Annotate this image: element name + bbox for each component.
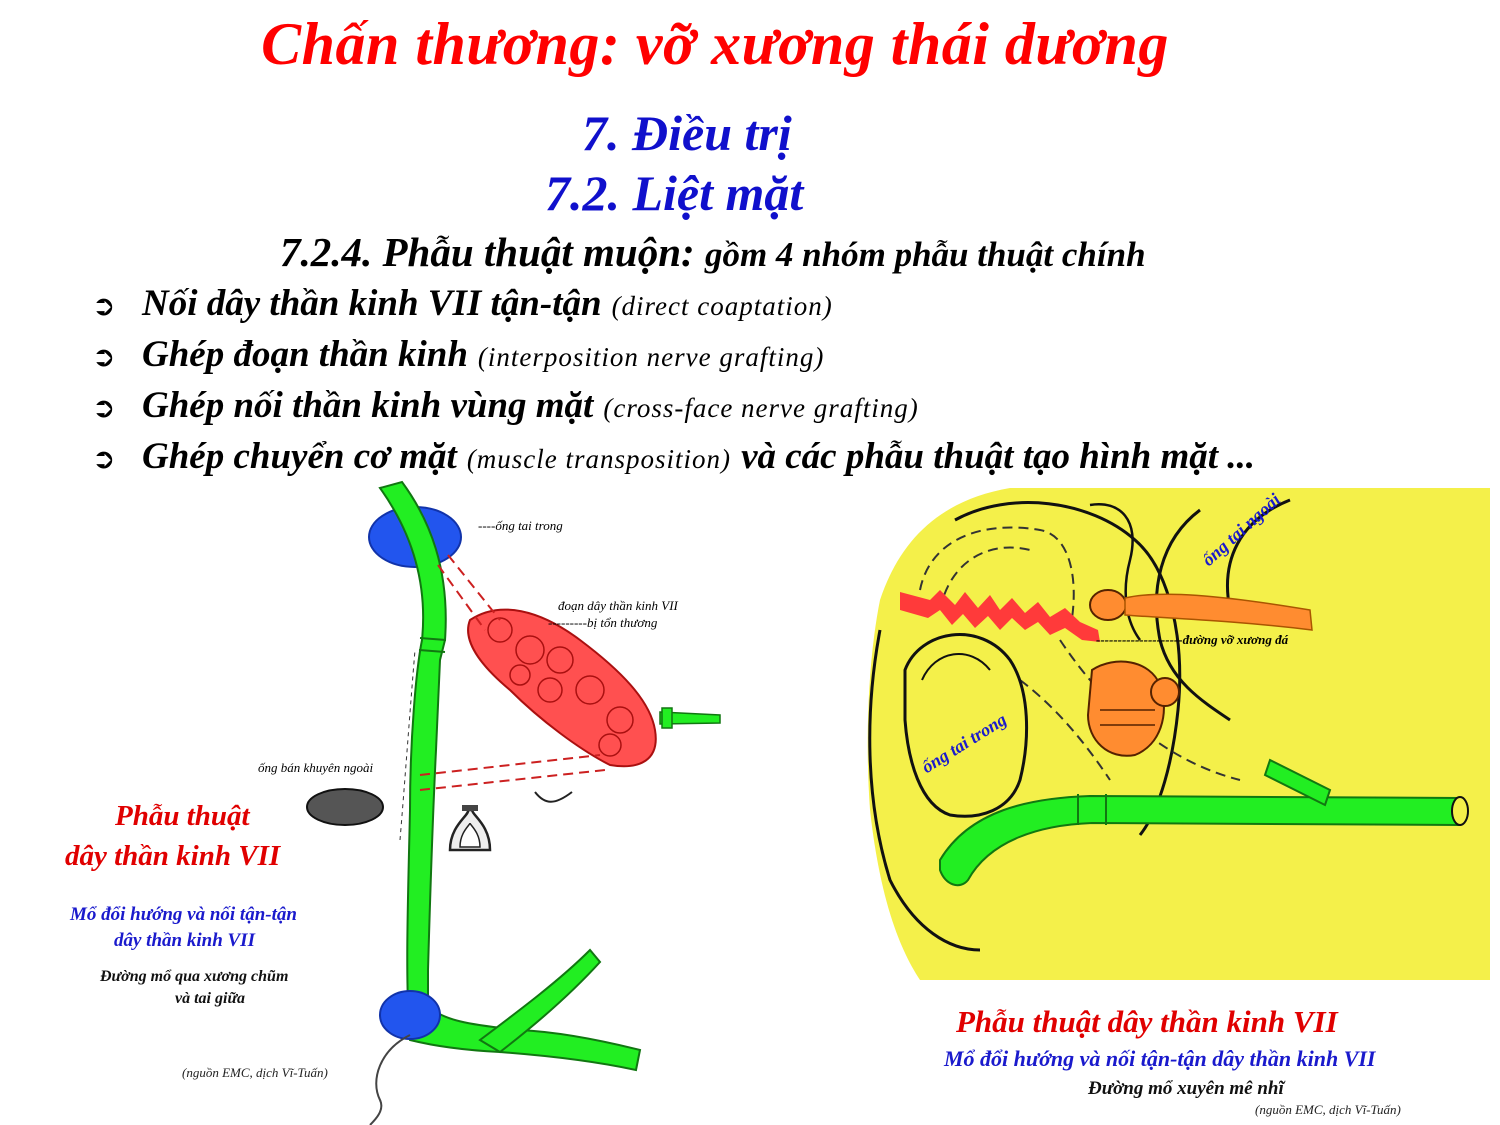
left-caption-red-1: Phẫu thuật [115,800,250,832]
left-caption-red-2: dây thần kinh VII [65,840,281,872]
bullet-tail: và các phẫu thuật tạo hình mặt ... [741,436,1256,477]
dashed-guide [437,564,486,631]
semicircular-canal [306,788,384,826]
bone-outline [1089,502,1142,641]
right-caption-blue: Mổ đổi hướng và nối tận-tận dây thần kin… [944,1046,1376,1071]
arrow-right-circle-icon: ➲ [92,391,116,424]
distal-nerve-end [661,707,673,729]
left-source: (nguồn EMC, dịch Vĩ-Tuấn) [182,1065,328,1080]
bullet-main: Ghép chuyển cơ mặt [142,436,457,477]
bone-outline [1226,498,1291,611]
left-caption-blue-1: Mổ đổi hướng và nối tận-tận [70,904,297,925]
right-caption-black: Đường mổ xuyên mê nhĩ [1088,1078,1284,1099]
inner-canal-outline [921,653,991,681]
dashed-guide [419,769,606,791]
facial-nerve-graft [939,794,1461,887]
label-inner-canal-left: ----ống tai trong [478,518,563,533]
label-segment-2: ---------bị tổn thương [548,615,658,630]
bullet-paren: (cross-face nerve grafting) [603,393,919,423]
bullet-item: ➲ Ghép nối thần kinh vùng mặt (cross-fac… [92,384,1255,435]
small-curve [534,791,573,803]
dashed-guide [419,754,601,776]
bullet-paren: (direct coaptation) [611,291,833,321]
bullet-item: ➲ Ghép đoạn thần kinh (interposition ner… [92,333,1255,384]
bone-outline [954,501,1182,836]
bullet-main: Nối dây thần kinh VII tận-tận [142,283,602,324]
nerve-branch-right [1263,758,1332,807]
bullet-item: ➲ Ghép chuyển cơ mặt (muscle transpositi… [92,435,1255,486]
label-semicircular: ống bán khuyên ngoài [258,760,374,775]
right-temporal-diagram [867,488,1490,980]
damaged-nerve-segment [467,608,657,768]
subheading-main: 7.2.4. Phẫu thuật muộn: [280,229,695,275]
left-caption-black-2: và tai giữa [175,990,246,1007]
dashed-contour [1019,679,1111,781]
bullet-main: Ghép đoạn thần kinh [142,334,468,375]
heading-treatment: 7. Điều trị [582,105,792,161]
subheading-rest: gồm 4 nhóm phẫu thuật chính [704,235,1146,274]
bullet-list: ➲ Nối dây thần kinh VII tận-tận (direct … [92,282,1255,486]
stylomastoid-ellipse [379,990,441,1040]
suture-mark [419,637,447,641]
nerve-end [1451,796,1469,826]
arrow-right-circle-icon: ➲ [92,289,116,322]
slide-title: Chấn thương: vỡ xương thái dương [261,11,1169,77]
inner-canal-outline [903,633,1029,818]
left-caption-black-1: Đường mổ qua xương chũm [100,968,289,985]
heading-facial-palsy: 7.2. Liệt mặt [545,165,804,221]
right-source: (nguồn EMC, dịch Vĩ-Tuấn) [1255,1102,1401,1117]
fracture-line [900,590,1100,642]
bullet-main: Ghép nối thần kinh vùng mặt [142,385,594,426]
nerve-branch [478,948,602,1054]
label-segment-1: đoạn dây thần kinh VII [558,598,678,613]
label-fracture: --------------------đường vỡ xương đá [1096,632,1289,647]
bone-outline [868,629,981,952]
ossicle-incus [1086,660,1180,757]
dashed-guide [447,554,501,621]
subheading: 7.2.4. Phẫu thuật muộn: gồm 4 nhóm phẫu … [280,228,1146,276]
left-nerve-diagram [306,480,721,1125]
dashed-contour [919,526,1075,631]
dashed-contour [939,546,1031,611]
bullet-item: ➲ Nối dây thần kinh VII tận-tận (direct … [92,282,1255,333]
arrow-right-circle-icon: ➲ [92,340,116,373]
facial-nerve-trunk [378,480,642,1072]
stapes-icon [448,805,492,852]
dotted-path [399,649,416,841]
left-caption-blue-2: dây thần kinh VII [114,930,255,951]
bullet-paren: (muscle transposition) [466,444,732,474]
lead-wire [369,1034,411,1125]
distal-nerve-stub [659,711,721,725]
outer-canal-tube [1124,593,1313,631]
ossicle-malleus [1089,589,1127,621]
arrow-right-circle-icon: ➲ [92,442,116,475]
suture-mark [418,649,446,653]
right-caption-red: Phẫu thuật dây thần kinh VII [956,1004,1338,1039]
bone-outline [1154,508,1231,722]
bullet-paren: (interposition nerve grafting) [477,342,825,372]
